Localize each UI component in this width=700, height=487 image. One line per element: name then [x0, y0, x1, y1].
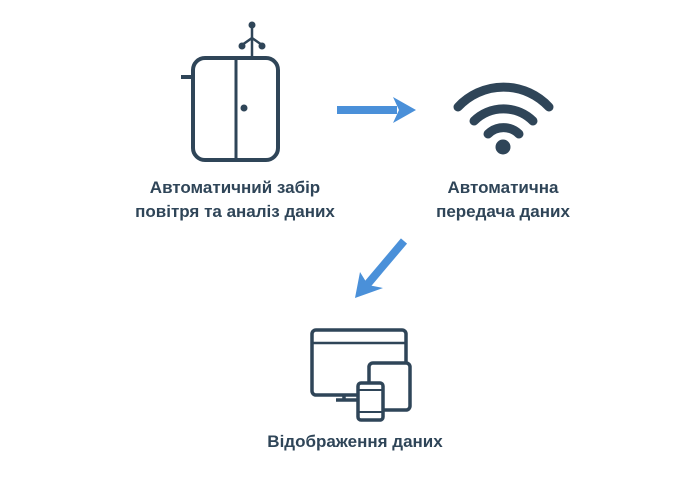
- arrow-right-icon: [337, 97, 416, 123]
- step-transmission-line2: передача даних: [436, 202, 570, 221]
- step-transmission-line1: Автоматична: [447, 178, 559, 197]
- devices-icon: [310, 328, 412, 422]
- step-transmission-label: Автоматична передача даних: [373, 176, 633, 224]
- step-display-line1: Відображення даних: [267, 432, 443, 451]
- wifi-icon: [453, 82, 554, 155]
- step-sampling-label: Автоматичний забір повітря та аналіз дан…: [105, 176, 365, 224]
- step-sampling-line1: Автоматичний забір: [149, 178, 321, 197]
- step-sampling-line2: повітря та аналіз даних: [135, 202, 335, 221]
- air-sampling-station-icon: [181, 21, 280, 162]
- step-display-label: Відображення даних: [225, 430, 485, 454]
- arrow-down-left-icon: [355, 238, 408, 298]
